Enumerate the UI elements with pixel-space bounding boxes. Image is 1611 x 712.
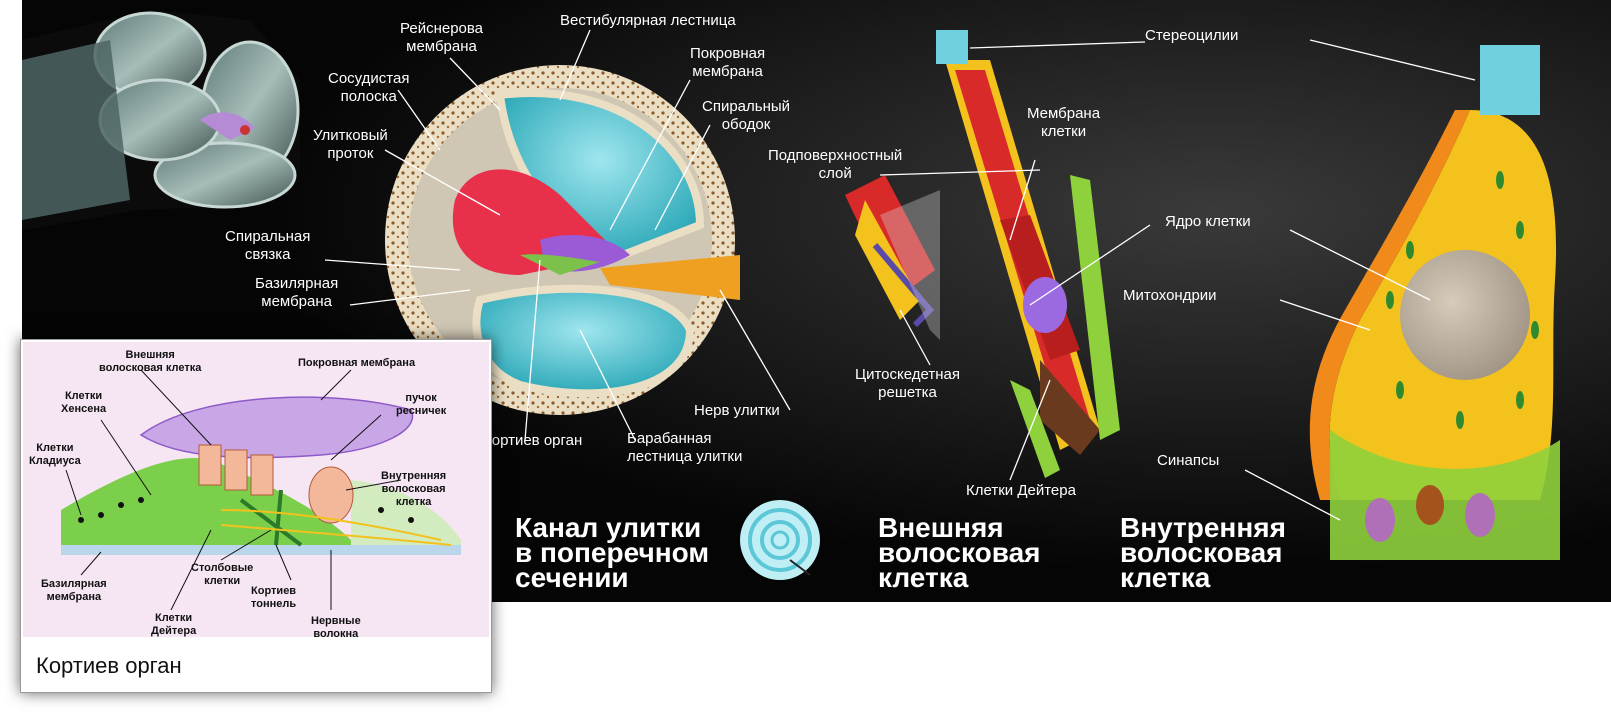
label-cell-membrane: Мембрана клетки — [1027, 105, 1101, 140]
label-spiral-ligament: Спиральная связка — [225, 228, 311, 263]
cochlea-spiral-icon — [740, 500, 820, 580]
label-stria-vascularis: Сосудистая полоска — [328, 70, 410, 105]
label-basilar-membrane: Базилярная мембрана — [255, 275, 339, 310]
inset-label-pillar-cells: Столбовые клетки — [191, 562, 254, 587]
label-reissner-membrane: Рейснерова мембрана — [400, 20, 484, 55]
label-deiters-cells: Клетки Дейтера — [966, 482, 1076, 499]
label-spiral-limbus: Спиральный ободок — [702, 98, 791, 133]
caption-outer-hair-cell: Внешняя волосковая клетка — [878, 512, 1041, 593]
caption-inner-hair-cell: Внутренняя волосковая клетка — [1120, 512, 1286, 593]
inset-label-outer-hair-cell: Внешняя волосковая клетка — [99, 349, 202, 374]
label-cell-nucleus: Ядро клетки — [1165, 213, 1251, 230]
inset-title: Кортиев орган — [36, 653, 182, 678]
leader-lines — [324, 29, 1476, 521]
label-cytoskeletal-lattice: Цитоскедетная решетка — [855, 366, 960, 401]
organ-of-corti-drawing — [23, 342, 489, 637]
inset-label-inner-hair-cell: Внутренняя волосковая клетка — [381, 470, 447, 508]
label-stereocilia: Стереоцилии — [1145, 27, 1239, 44]
inner-hair-cell-illustration — [1309, 45, 1560, 560]
label-cochlear-duct: Улитковый проток — [313, 127, 388, 162]
label-cochlear-nerve: Нерв улитки — [694, 402, 780, 419]
label-synapses: Синапсы — [1157, 452, 1220, 469]
label-tympanic-scala: Барабанная лестница улитки — [627, 430, 743, 465]
label-subsurface-layer: Подповерхностный слой — [768, 147, 903, 182]
inset-label-basilar-membrane: Базилярная мембрана — [41, 578, 107, 603]
inset-label-tuft: пучок ресничек — [396, 392, 447, 417]
organ-of-corti-inset: Внешняя волосковая клетка Покровная мемб… — [20, 339, 492, 693]
label-mitochondria: Митохондрии — [1123, 287, 1217, 304]
outer-hair-cell-illustration — [845, 30, 1120, 478]
inset-label-hensen-cells: Клетки Хенсена — [61, 390, 107, 415]
inset-label-tectorial-membrane: Покровная мембрана — [298, 357, 416, 369]
caption-cochlea-section: Канал улитки в поперечном сечении — [515, 512, 710, 593]
inset-label-nerve-fibers: Нервные волокна — [311, 615, 361, 640]
cochlea-tube-illustration — [22, 10, 300, 230]
inset-label-corti-tunnel: Кортиев тоннель — [251, 585, 297, 610]
label-organ-of-corti: Кортиев орган — [483, 432, 583, 449]
label-tectorial-membrane: Покровная мембрана — [690, 45, 766, 80]
cochlea-cross-section — [385, 65, 740, 415]
label-vestibular-scala: Вестибулярная лестница — [560, 12, 736, 29]
inset-label-claudius-cells: Клетки Кладиуса — [29, 442, 81, 467]
inset-label-deiters-cells: Клетки Дейтера — [151, 612, 197, 637]
